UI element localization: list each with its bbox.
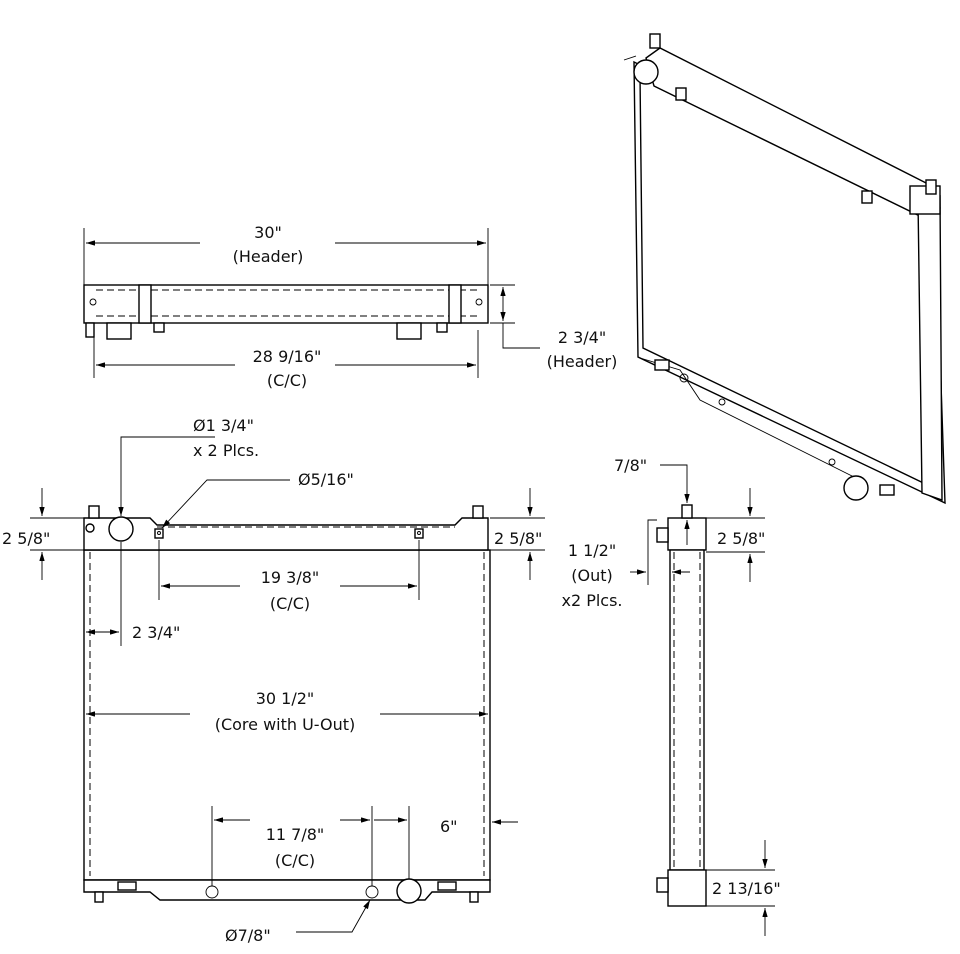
out-value: 1 1/2"	[568, 541, 616, 560]
outlet-offset-dim: 6"	[440, 817, 458, 836]
top-cc-label: (C/C)	[267, 371, 307, 390]
out-label: (Out)	[571, 566, 613, 585]
header-left-dim: 2 5/8"	[2, 529, 50, 548]
mount-diameter: Ø5/16"	[298, 470, 354, 489]
top-width-label: (Header)	[233, 247, 304, 266]
inlet-offset-dim: 2 3/4"	[132, 623, 180, 642]
mount-cc-label: (C/C)	[270, 594, 310, 613]
bottom-cc-label: (C/C)	[275, 851, 315, 870]
top-width-value: 30"	[254, 223, 282, 242]
core-value: 30 1/2"	[256, 689, 315, 708]
top-cc-value: 28 9/16"	[253, 347, 322, 366]
bottom-cc-value: 11 7/8"	[266, 825, 325, 844]
top-height-label: (Header)	[547, 352, 618, 371]
out-quantity: x2 Plcs.	[561, 591, 622, 610]
side-view	[630, 464, 775, 936]
front-view	[30, 436, 545, 933]
inlet-diameter: Ø1 3/4"	[193, 416, 254, 435]
pin-dim: 7/8"	[614, 456, 647, 475]
top-height-value: 2 3/4"	[558, 328, 606, 347]
side-header-dim: 2 5/8"	[717, 529, 765, 548]
bottom-diameter: Ø7/8"	[225, 926, 271, 945]
isometric-view	[623, 33, 946, 505]
mount-cc-value: 19 3/8"	[261, 568, 320, 587]
inlet-quantity: x 2 Plcs.	[193, 441, 259, 460]
bottom-tank-dim: 2 13/16"	[712, 879, 781, 898]
header-right-dim: 2 5/8"	[494, 529, 542, 548]
core-label: (Core with U-Out)	[215, 715, 356, 734]
top-view	[83, 228, 540, 378]
